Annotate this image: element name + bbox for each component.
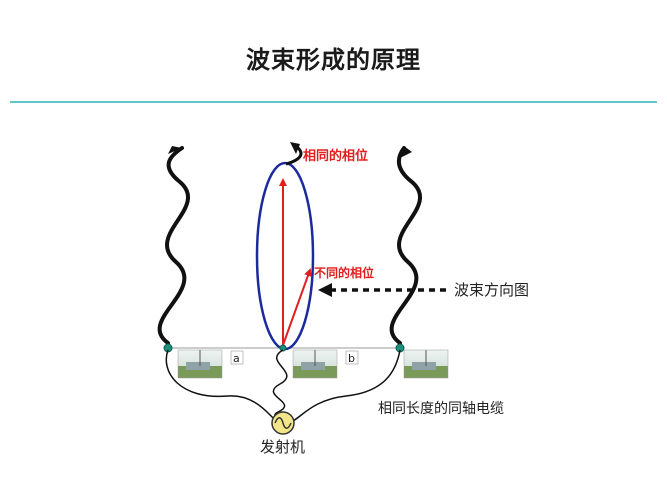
coax-label: 相同长度的同轴电缆	[378, 401, 504, 417]
lobe-top-arrowhead	[290, 142, 300, 154]
different-phase-arrow	[282, 268, 312, 346]
label-a: a	[233, 352, 240, 365]
field-photo-center	[292, 349, 338, 379]
label-box-b	[345, 350, 359, 365]
wave-left	[157, 146, 190, 345]
beam-direction-arrowhead	[318, 283, 332, 297]
field-photo-left	[177, 349, 223, 379]
coax-cable-left	[165, 349, 277, 421]
field-photo-right	[403, 349, 449, 379]
page-title: 波束形成的原理	[246, 46, 421, 74]
coax-cable-center	[272, 349, 288, 421]
wave-left-arrowhead	[168, 146, 182, 154]
wave-right	[389, 146, 422, 345]
beam-direction-label: 波束方向图	[454, 281, 529, 299]
sine-source-icon	[271, 411, 295, 435]
wave-right-arrowhead	[400, 146, 412, 158]
antenna-icon	[279, 344, 287, 352]
same-phase-label: 相同的相位	[303, 148, 368, 164]
title-divider	[10, 101, 657, 103]
coax-cable-right	[289, 349, 401, 423]
label-box-a	[230, 350, 244, 365]
label-b: b	[348, 352, 355, 365]
beam-lobe	[255, 161, 315, 351]
transmitter-label: 发射机	[260, 438, 305, 456]
different-phase-label: 不同的相位	[314, 265, 374, 280]
